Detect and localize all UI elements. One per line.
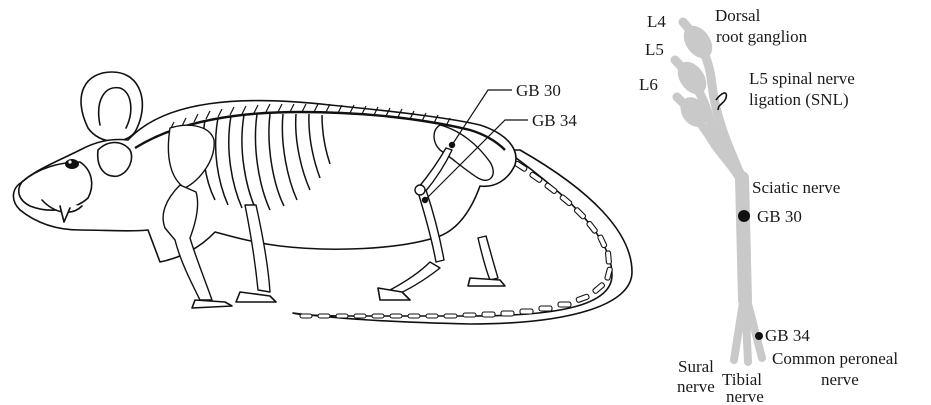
rat-gb34-label: GB 34 xyxy=(532,111,577,130)
nerve-gb30-point xyxy=(738,210,750,222)
rat-gb30-label: GB 30 xyxy=(516,81,561,100)
label-peroneal-line1: Common peroneal xyxy=(772,349,898,368)
nerve-gb34-point xyxy=(755,332,763,340)
label-sural-line1: Sural xyxy=(678,357,714,376)
label-tibial-line2: nerve xyxy=(726,387,764,405)
rat-eye xyxy=(65,159,79,169)
label-l4: L4 xyxy=(647,12,666,31)
label-snl-line2: ligation (SNL) xyxy=(749,90,849,109)
rat-knee-joint xyxy=(415,185,425,195)
label-gb34: GB 34 xyxy=(765,326,810,345)
label-l6: L6 xyxy=(639,75,658,94)
label-sural-line2: nerve xyxy=(677,377,715,396)
label-peroneal-line2: nerve xyxy=(821,370,859,389)
rat-illustration: GB 30 GB 34 xyxy=(13,72,632,324)
label-gb30: GB 30 xyxy=(757,207,802,226)
label-drg-line1: Dorsal xyxy=(715,6,761,25)
sciatic-trunk xyxy=(742,178,745,300)
label-drg-line2: root ganglion xyxy=(716,27,808,46)
label-sciatic: Sciatic nerve xyxy=(752,178,840,197)
label-snl-line1: L5 spinal nerve xyxy=(749,69,855,88)
nerve-schematic: L4 L5 L6 Dorsal root ganglion L5 spinal … xyxy=(639,6,898,405)
label-l5: L5 xyxy=(645,40,664,59)
